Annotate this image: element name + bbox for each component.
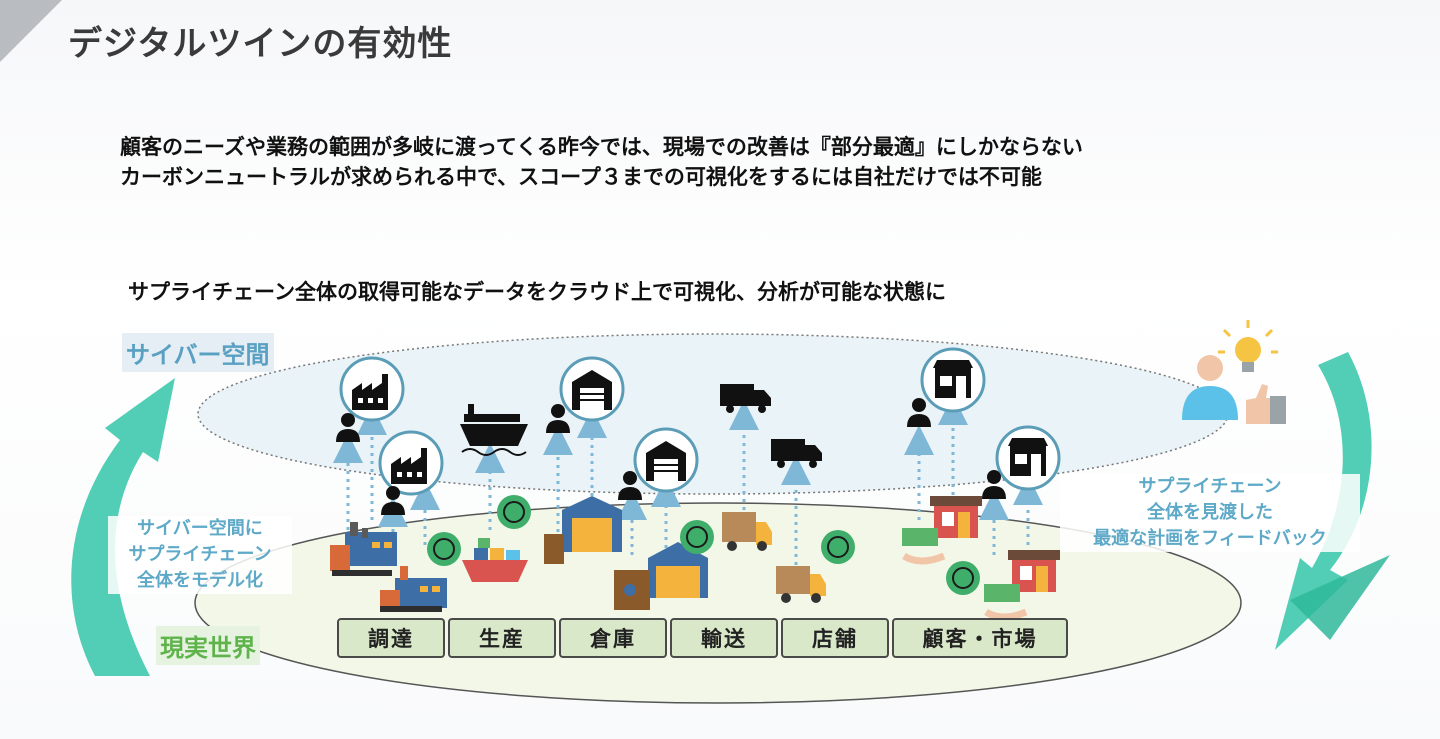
stage-production: 生産 [448,618,556,658]
left-note-line-1: サイバー空間に [137,518,263,539]
stage-transport: 輸送 [670,618,778,658]
data-flow-arrows [333,395,1043,565]
intro-line-2: カーボンニュートラルが求められる中で、スコープ３までの可視化をするには自社だけで… [120,165,1042,189]
co2-icon [821,530,855,564]
right-downward-arrow-icon [1275,352,1390,650]
lightbulb-icon [1218,320,1278,372]
stage-warehouse: 倉庫 [559,618,667,658]
money-icon [902,528,946,565]
factory-icon [378,430,444,496]
warehouse-icon [614,542,708,610]
right-note-line-3: 最適な計画をフィードバック [1093,528,1327,549]
stage-procurement: 調達 [337,618,445,658]
truck-icon [771,439,822,468]
ship-icon [462,538,528,582]
avatar [1182,355,1238,420]
money-icon [984,584,1028,621]
ship-icon [460,404,528,456]
store-icon [930,496,982,538]
left-note: サイバー空間に サプライチェーン 全体をモデル化 [108,516,292,594]
co2-icon [680,520,714,554]
store-icon [995,425,1061,491]
person-icon [618,471,642,500]
person-icon [381,486,405,515]
thumbs-up-icon [1246,384,1286,424]
cloud-statement: サプライチェーン全体の取得可能なデータをクラウド上で可視化、分析が可能な状態に [128,280,946,304]
person-icon [546,404,570,433]
intro-text: 顧客のニーズや業務の範囲が多岐に渡ってくる昨今では、現場での改善は『部分最適』に… [120,132,1083,192]
cyber-space-label: サイバー空間 [122,333,274,372]
real-world-label: 現実世界 [156,626,260,665]
right-note-line-2: 全体を見渡した [1147,502,1273,523]
stage-store: 店舗 [781,618,889,658]
left-upward-arrow-icon [71,378,175,676]
right-note: サプライチェーン 全体を見渡した 最適な計画をフィードバック [1060,474,1360,552]
right-note-line-1: サプライチェーン [1138,476,1282,497]
stage-customer-market: 顧客・市場 [892,618,1068,658]
left-note-line-2: サプライチェーン [128,544,272,565]
person-icon [907,398,931,427]
factory-icon [339,356,405,422]
truck-icon [776,566,826,603]
person-icon [336,413,360,442]
truck-icon [720,384,771,413]
co2-icon [427,532,461,566]
co2-icon [946,561,980,595]
left-note-line-3: 全体をモデル化 [137,570,263,591]
warehouse-icon [633,427,699,493]
factory-icon [330,522,397,576]
warehouse-icon [544,496,622,564]
co2-icon [497,495,531,529]
warehouse-icon [559,356,625,422]
page-title: デジタルツインの有効性 [68,24,453,64]
truck-icon [722,512,772,551]
store-icon [920,347,986,413]
corner-decoration [0,0,62,62]
person-icon [982,470,1006,499]
factory-icon [380,566,447,612]
intro-line-1: 顧客のニーズや業務の範囲が多岐に渡ってくる昨今では、現場での改善は『部分最適』に… [120,135,1083,159]
